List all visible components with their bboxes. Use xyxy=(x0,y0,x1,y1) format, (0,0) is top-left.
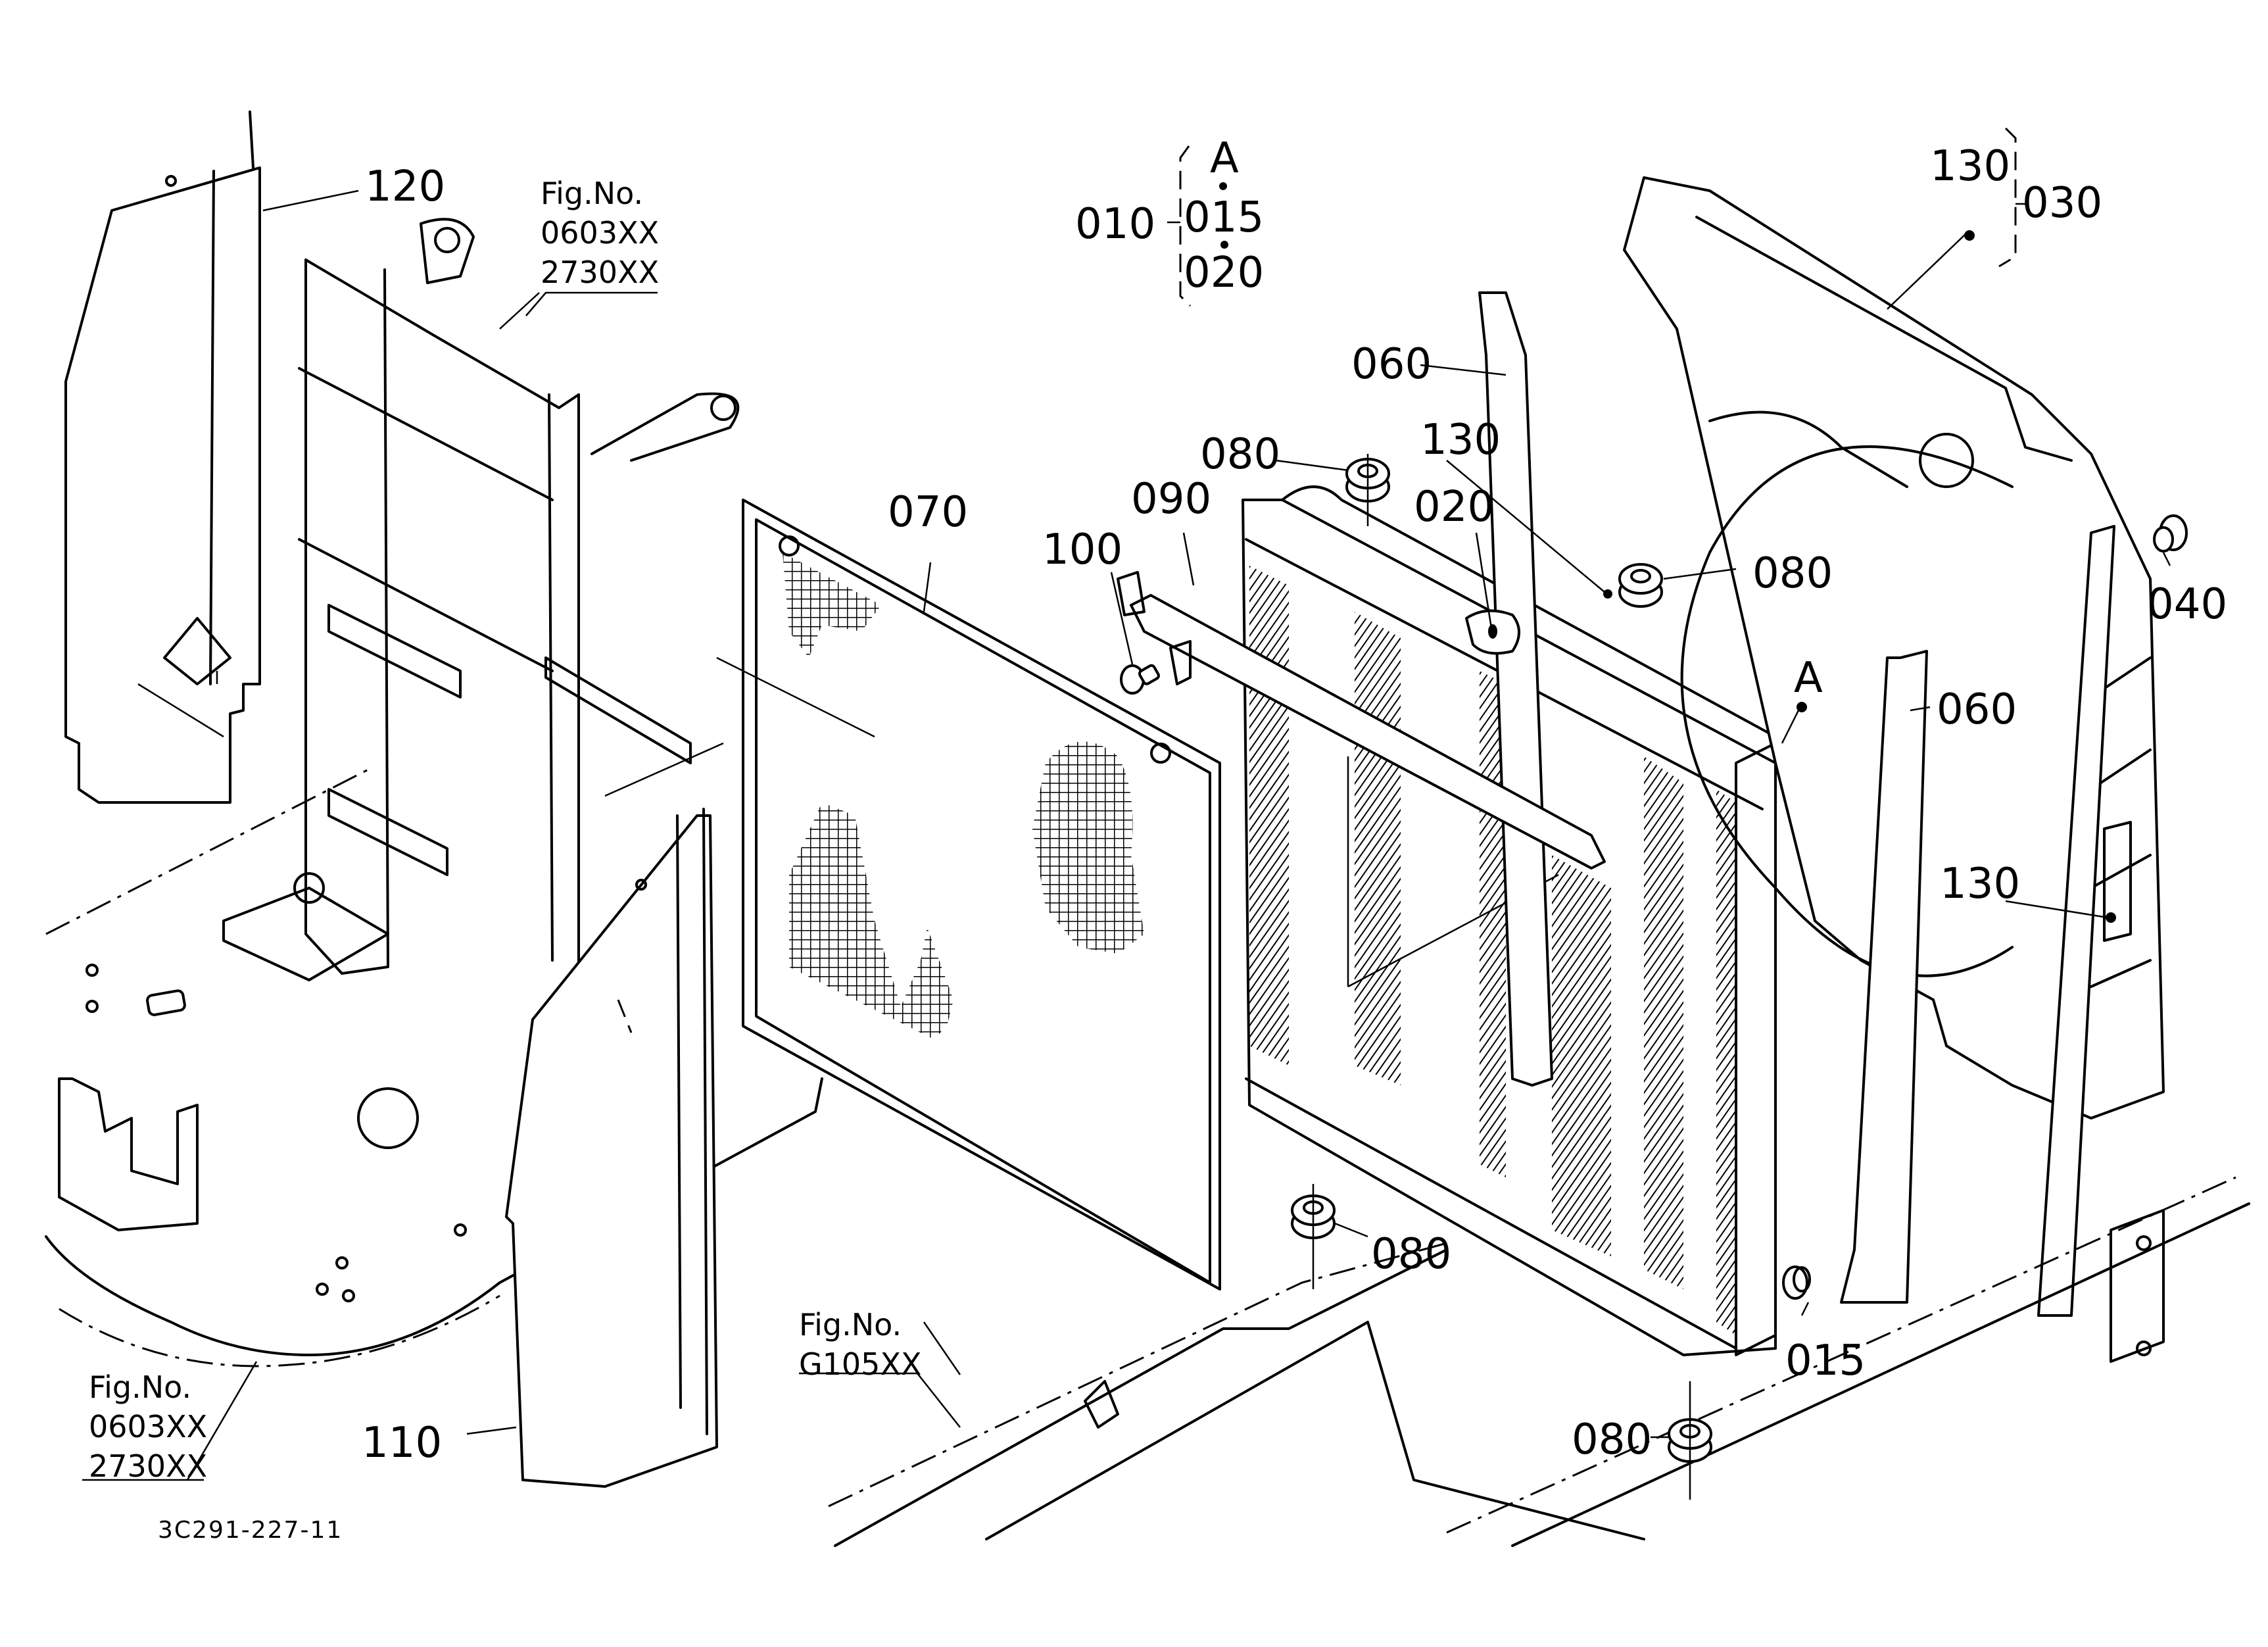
part-120-side-panel xyxy=(64,111,261,804)
label-130-top: 130 xyxy=(1930,142,2010,191)
part-070-screen xyxy=(742,499,1221,1291)
frame-assembly xyxy=(137,218,740,981)
label-040: 040 xyxy=(2147,580,2227,629)
label-A-group: A xyxy=(1210,134,1239,183)
part-040-plug xyxy=(2153,514,2188,553)
document-id: 3C291-227-11 xyxy=(158,1517,343,1544)
fig-ref-top-line1: 0603XX xyxy=(541,215,659,251)
label-090: 090 xyxy=(1131,475,1211,524)
fig-ref-top-title: Fig.No. xyxy=(541,176,643,211)
callout-labels: 010 A 015 020 130 030 120 070 090 100 06… xyxy=(362,134,2227,1467)
label-A: A xyxy=(1794,654,1823,702)
fig-ref-bl-line1: 0603XX xyxy=(89,1409,207,1444)
part-060-seals xyxy=(1478,291,2115,1317)
fig-ref-top-line2: 2730XX xyxy=(541,255,659,290)
fig-ref-bc-title: Fig.No. xyxy=(799,1307,902,1342)
part-030-shroud xyxy=(1623,176,2165,1119)
label-020: 020 xyxy=(1414,483,1494,531)
fig-ref-bottom-center: Fig.No. G105XX xyxy=(799,1307,961,1428)
grommet-right xyxy=(1618,563,1663,608)
part-110-side-panel xyxy=(505,808,718,1488)
fig-ref-bottom-left: Fig.No. 0603XX 2730XX xyxy=(82,1369,207,1484)
base-frame xyxy=(828,1176,2250,1547)
label-080-top: 080 xyxy=(1200,430,1280,479)
label-060-right: 060 xyxy=(1937,685,2017,734)
label-130-right: 130 xyxy=(1940,860,2020,908)
label-110: 110 xyxy=(362,1419,442,1467)
fig-ref-bc-line1: G105XX xyxy=(799,1346,921,1382)
label-080-right: 080 xyxy=(1752,549,1833,598)
label-100: 100 xyxy=(1042,526,1122,574)
label-015-group: 015 xyxy=(1184,193,1264,242)
part-090-bracket xyxy=(1117,571,1606,870)
label-070: 070 xyxy=(888,488,968,537)
label-120: 120 xyxy=(365,162,445,211)
leader-lines xyxy=(186,127,2171,1481)
part-020-cap xyxy=(1465,609,1520,655)
label-130-mid: 130 xyxy=(1420,416,1501,464)
label-030: 030 xyxy=(2022,179,2102,228)
label-015: 015 xyxy=(1785,1337,1866,1385)
label-020-group: 020 xyxy=(1184,249,1264,297)
floor-plate xyxy=(45,768,823,1367)
label-080-lowest: 080 xyxy=(1572,1415,1652,1464)
label-010: 010 xyxy=(1075,200,1155,249)
fig-ref-bl-title: Fig.No. xyxy=(89,1369,191,1405)
fig-ref-bl-line2: 2730XX xyxy=(89,1448,207,1484)
part-080-grommets xyxy=(1291,454,1712,1500)
fig-ref-top: Fig.No. 0603XX 2730XX xyxy=(541,176,659,290)
part-015-drain xyxy=(1782,1266,1811,1300)
label-060-left: 060 xyxy=(1351,340,1432,389)
label-080-bottom: 080 xyxy=(1371,1230,1451,1279)
part-100-bolt xyxy=(1120,664,1160,695)
